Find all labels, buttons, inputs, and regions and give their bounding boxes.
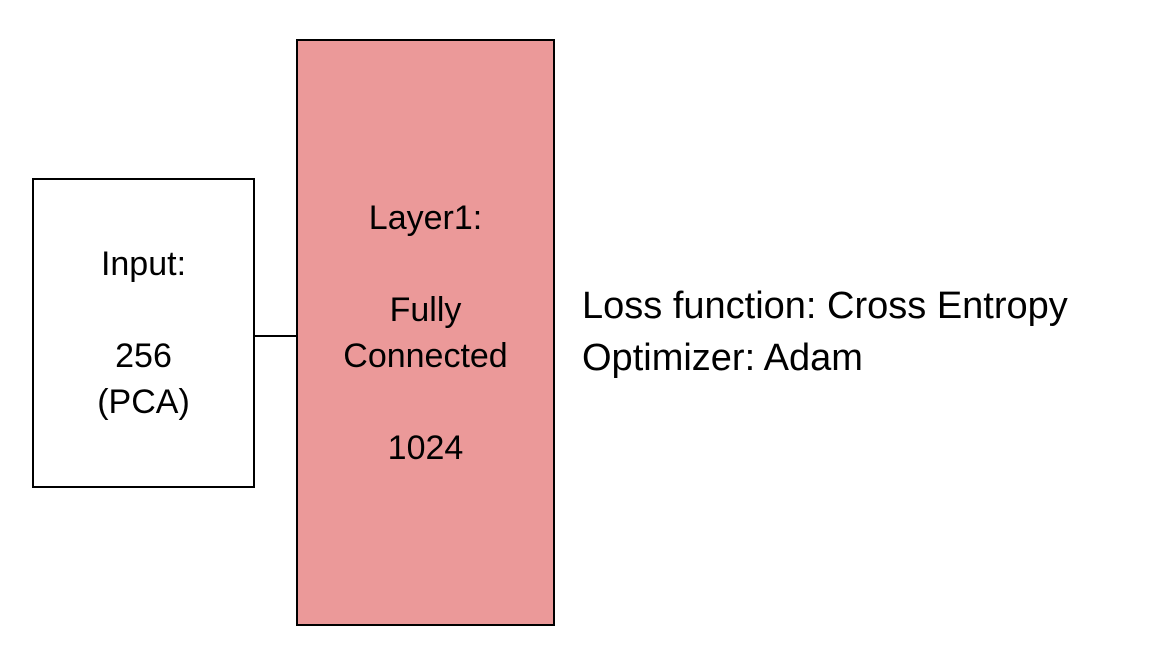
input-node-title: Input: bbox=[100, 245, 187, 283]
training-notes: Loss function: Cross Entropy Optimizer: … bbox=[582, 280, 1068, 384]
layer1-node-type-line2: Connected bbox=[343, 336, 508, 375]
layer1-node-type-line1: Fully bbox=[389, 290, 462, 329]
input-node: Input: 256 (PCA) bbox=[32, 178, 255, 488]
input-node-method: (PCA) bbox=[97, 383, 190, 421]
layer1-node-units: 1024 bbox=[387, 428, 464, 467]
input-node-size: 256 bbox=[115, 337, 172, 375]
optimizer-label: Optimizer: Adam bbox=[582, 337, 863, 379]
loss-function-label: Loss function: Cross Entropy bbox=[582, 285, 1068, 327]
layer1-node: Layer1: Fully Connected 1024 bbox=[296, 39, 555, 626]
input-to-layer1-edge bbox=[255, 335, 296, 337]
layer1-node-title: Layer1: bbox=[368, 198, 483, 237]
